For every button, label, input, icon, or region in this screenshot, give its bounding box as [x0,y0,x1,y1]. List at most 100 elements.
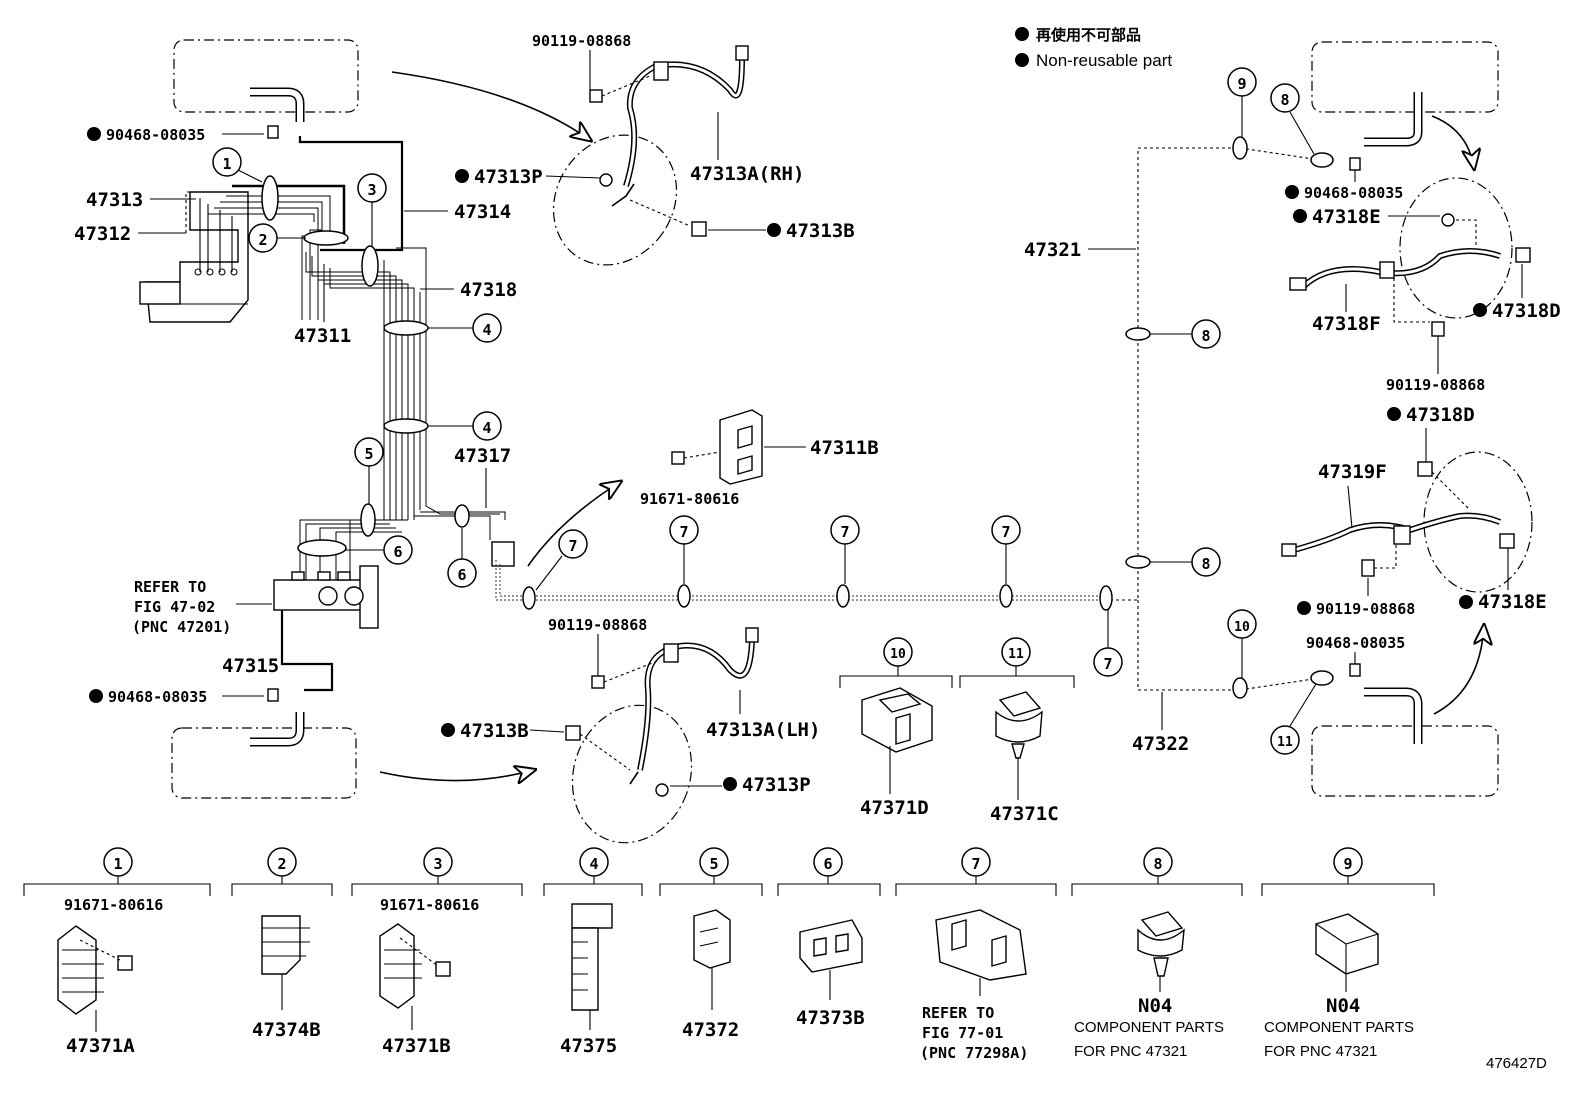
clamp-47311b [671,409,763,485]
callout-8: 8 [1201,327,1210,345]
component-note-line-1: COMPONENT PARTS [1074,1019,1224,1036]
part-47313p: 47313P [742,774,811,796]
component-note-line-1: COMPONENT PARTS [1264,1019,1414,1036]
part-90119-08868: 90119-08868 [1316,600,1415,618]
part-47312: 47312 [74,223,131,245]
callout-5: 5 [709,855,718,873]
callout-9: 9 [1237,75,1246,93]
callout-4: 4 [589,855,598,873]
part-47313b: 47313B [460,720,529,742]
component-note-line-2: FOR PNC 47321 [1074,1043,1187,1060]
refer-note-line-2: FIG 47-02 [134,598,215,616]
callout-markers: 1 2 3 4 4 5 6 6 7 7 7 7 7 8 8 9 8 10 1 [212,67,1317,755]
part-47313b: 47313B [786,220,855,242]
callout-11: 11 [1008,647,1024,662]
part-47314: 47314 [454,201,511,223]
callout-6: 6 [823,855,832,873]
flow-arrow [1431,115,1474,168]
brake-actuator-assembly [139,191,249,323]
part-47318d: 47318D [1492,300,1561,322]
part-47371c: 47371C [990,803,1059,825]
callout-2: 2 [277,855,286,873]
part-47373b: 47373B [796,1007,865,1029]
legend-line-2: Non-reusable part [1036,51,1172,70]
bottom-left-wheel-box [171,712,357,799]
part-91671-80616: 91671-80616 [64,896,163,914]
part-47371b: 47371B [382,1035,451,1057]
part-47319f: 47319F [1318,461,1387,483]
callout-7: 7 [568,537,577,555]
non-reusable-dot-icon [767,223,781,237]
part-47371a: 47371A [66,1035,135,1057]
non-reusable-dot-icon [1473,303,1487,317]
part-47318: 47318 [460,279,517,301]
non-reusable-dot-icon [1015,53,1029,67]
non-reusable-dot-icon [1387,407,1401,421]
figure-id: 476427D [1486,1055,1547,1072]
non-reusable-dot-icon [1015,27,1029,41]
part-47375: 47375 [560,1035,617,1057]
callout-8: 8 [1153,855,1162,873]
callout-10: 10 [1234,620,1250,635]
callout-7: 7 [1103,655,1112,673]
callout-10: 10 [890,647,906,662]
part-47374b: 47374B [252,1019,321,1041]
callout-8: 8 [1201,555,1210,573]
callout-9: 9 [1343,855,1352,873]
non-reusable-dot-icon [1293,209,1307,223]
rear-lh-brake-hose [1281,451,1533,593]
part-47317: 47317 [454,445,511,467]
callout-4: 4 [482,419,491,437]
rear-rh-brake-hose [1289,177,1531,337]
part-n04: N04 [1138,995,1172,1017]
part-47371d: 47371D [860,797,929,819]
part-91671-80616: 91671-80616 [380,896,479,914]
non-reusable-dot-icon [1459,595,1473,609]
callout-3: 3 [367,181,376,199]
part-47318f: 47318F [1312,313,1381,335]
non-reusable-dot-icon [455,169,469,183]
flow-arrow [391,71,590,140]
part-47313: 47313 [86,189,143,211]
part-90468-08035: 90468-08035 [108,688,207,706]
part-n04: N04 [1326,995,1360,1017]
top-right-wheel-box [1311,41,1499,147]
part-47311: 47311 [294,325,351,347]
refer-note-line-3: (PNC 77298A) [920,1044,1028,1062]
callout-6: 6 [393,543,402,561]
part-90119-08868: 90119-08868 [1386,376,1485,394]
callout-1: 1 [222,155,231,173]
refer-note-line-1: REFER TO [134,578,206,596]
bottom-row-parts: 1 91671-80616 47371A 2 47374B 3 91671-80… [23,847,1435,1062]
callout-5: 5 [364,445,373,463]
part-47322: 47322 [1132,733,1189,755]
non-reusable-dot-icon [441,723,455,737]
non-reusable-dot-icon [1285,185,1299,199]
part-47318e: 47318E [1478,591,1547,613]
refer-note-line-2: FIG 77-01 [922,1024,1003,1042]
part-47311b: 47311B [810,437,879,459]
callout-4: 4 [482,321,491,339]
flow-arrow [1433,626,1484,715]
callout-8: 8 [1280,91,1289,109]
top-left-wheel-box [173,39,359,122]
part-90119-08868: 90119-08868 [548,616,647,634]
callout-3: 3 [433,855,442,873]
non-reusable-dot-icon [1297,601,1311,615]
callout-7: 7 [971,855,980,873]
clip-47371d [861,687,933,753]
part-47313p: 47313P [474,166,543,188]
part-47321: 47321 [1024,239,1081,261]
legend-line-1: 再使用不可部品 [1036,26,1141,44]
part-90119-08868: 90119-08868 [532,32,631,50]
bottom-right-wheel-box [1311,687,1499,797]
callout-2: 2 [258,231,267,249]
legend: 再使用不可部品 Non-reusable part [1015,26,1172,70]
front-lh-flex-hose [565,627,759,844]
main-brake-pipe-47317 [491,147,1321,691]
pipe-clip-ovals [261,136,1334,699]
callout-7: 7 [840,523,849,541]
non-reusable-dot-icon [87,127,101,141]
callout-7: 7 [679,523,688,541]
